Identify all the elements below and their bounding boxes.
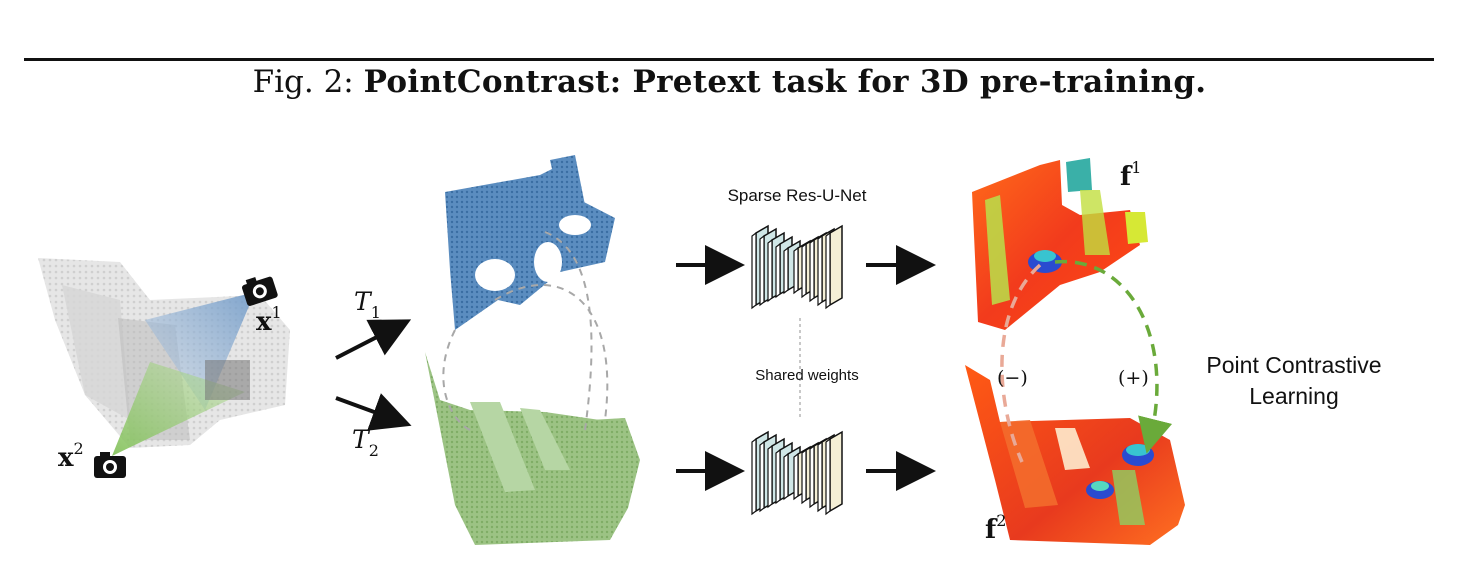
negative-pair-arc: [1000, 263, 1042, 463]
figure-caption: Fig. 2: PointContrast: Pretext task for …: [0, 64, 1459, 100]
network-layer-side: [793, 246, 799, 295]
network-layer-side: [759, 234, 765, 307]
network-layer-side: [817, 440, 823, 513]
network-layer-side: [825, 231, 831, 310]
res-unet-top: [751, 224, 843, 310]
network-layer-side: [759, 440, 765, 513]
network-layer-side: [775, 242, 781, 299]
output-label-line2: Learning: [1249, 383, 1339, 409]
feature-map-1: [972, 158, 1148, 330]
network-layer-side: [801, 448, 807, 505]
positive-pair-label: (+): [1118, 367, 1149, 389]
network-layer-side: [775, 448, 781, 505]
network-layer-side: [809, 238, 815, 303]
network-label: Sparse Res-U-Net: [728, 186, 867, 205]
negative-pair-label: (−): [997, 367, 1028, 389]
network-layer-side: [751, 231, 757, 310]
view2-point-cloud: [425, 352, 640, 545]
transform1-arrow: [335, 319, 412, 360]
network-layer-side: [817, 234, 823, 307]
network-layer-block: [829, 430, 843, 513]
caption-title: PointContrast: Pretext task for 3D pre-t…: [363, 64, 1207, 100]
transform2-arrow: [335, 393, 412, 431]
input-scene: [38, 258, 290, 456]
network-layer-side: [801, 242, 807, 299]
network-layer-side: [783, 452, 789, 501]
network-layer-side: [751, 437, 757, 516]
network-layer-block: [829, 224, 843, 307]
view1-point-cloud: [445, 155, 615, 330]
network-layer-side: [767, 238, 773, 303]
view1-frustum: [145, 292, 255, 410]
transform2-label: T2: [352, 425, 379, 460]
top-rule: [24, 58, 1434, 61]
feature2-label: f2: [985, 511, 1006, 545]
camera-icon: [94, 452, 126, 478]
correspondence-arc: [494, 284, 609, 421]
network-layer-side: [793, 452, 799, 501]
output-label-line1: Point Contrastive: [1206, 352, 1381, 378]
network-layer-side: [809, 444, 815, 509]
view1-label: x1: [256, 303, 282, 337]
camera-icon: [242, 276, 278, 306]
feature1-label: f1: [1120, 158, 1141, 192]
network-layer-side: [825, 437, 831, 516]
correspondence-arc: [442, 329, 471, 431]
caption-prefix: Fig. 2:: [252, 64, 354, 100]
transform1-label: T1: [354, 287, 381, 322]
res-unet-bottom: [751, 430, 843, 516]
network-layer-side: [767, 444, 773, 509]
view2-label: x2: [58, 439, 84, 473]
feature-map-2: [965, 365, 1185, 545]
shared-weights-label: Shared weights: [755, 367, 858, 384]
correspondence-arc: [544, 231, 593, 431]
scene-wall: [62, 285, 130, 420]
scene-object: [205, 360, 250, 400]
positive-pair-arc: [1054, 259, 1173, 454]
network-layer-side: [783, 246, 789, 295]
